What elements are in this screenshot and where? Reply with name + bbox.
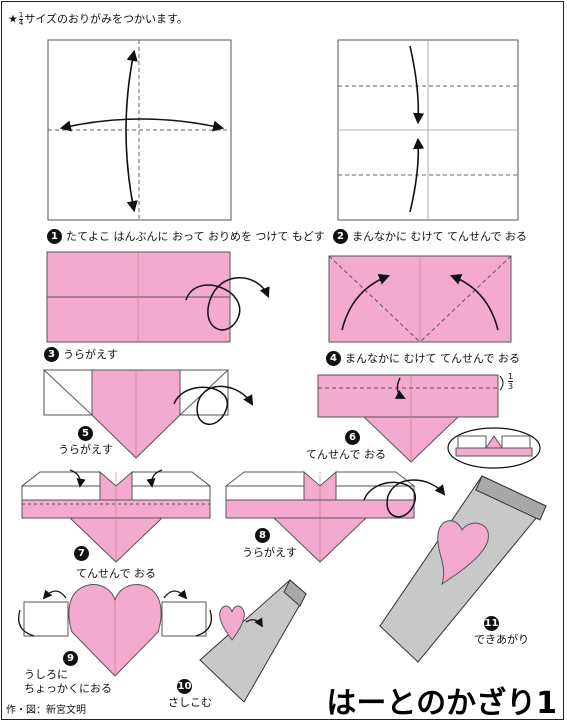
step7-text: てんせんで おる (76, 567, 156, 580)
step11-text: できあがり (474, 633, 529, 646)
step4-text: まんなかに むけて てんせんで おる (345, 352, 520, 365)
step2-square (337, 39, 519, 221)
step9-text-line2: ちょっかくにおる (24, 682, 112, 695)
turn-over-arrow (185, 277, 270, 331)
step6-badge: 6 (345, 430, 360, 445)
step10-text: さしこむ (168, 696, 212, 709)
step3-text: うらがえす (63, 348, 118, 361)
step5-text: うらがえす (58, 443, 113, 456)
step6-text: てんせんで おる (306, 448, 386, 461)
header-note-text: サイズのおりがみをつかいます。 (24, 12, 188, 26)
step3-rectangle (46, 251, 270, 343)
step4-rectangle (328, 255, 512, 343)
step2-text: まんなかに むけて てんせんで おる (352, 230, 527, 243)
step9-heart (17, 584, 213, 677)
step11-badge: 11 (484, 616, 499, 631)
page-title: はーとのかざり1 (326, 686, 557, 721)
step11-finished (379, 475, 547, 663)
step4-fraction: 1 3 (508, 372, 514, 391)
step4-fraction-den: 3 (508, 381, 514, 391)
credit: 作・図：新宮文明 (6, 705, 86, 716)
fold-arrow-down (409, 45, 425, 125)
step5-shape (43, 369, 254, 459)
fold-arrow-horizontal (59, 118, 225, 132)
step1-square (47, 39, 232, 221)
step9-text-line1: うしろに (24, 668, 68, 681)
fold-arrow-up (409, 137, 425, 213)
step5-badge: 5 (78, 426, 93, 441)
fold-arrow-vertical (125, 49, 138, 213)
step3-badge: 3 (44, 347, 59, 362)
step8-badge: 8 (255, 528, 270, 543)
fraction-denominator: 4 (18, 19, 24, 27)
step9-badge: 9 (63, 651, 78, 666)
step1-badge: 1 (47, 229, 62, 244)
step7-shape (20, 469, 212, 563)
step6-shape (317, 374, 541, 469)
fraction-numerator: 1 (18, 11, 24, 19)
step2-badge: 2 (333, 229, 348, 244)
step8-text: うらがえす (242, 546, 297, 559)
step10-stand (199, 579, 307, 703)
step8-shape (224, 470, 446, 563)
step4-badge: 4 (326, 351, 341, 366)
step10-badge: 10 (177, 679, 192, 694)
step4-fraction-num: 1 (508, 372, 514, 381)
step1-text: たてよこ はんぶんに おって おりめを つけて もどす (66, 230, 325, 243)
step7-badge: 7 (74, 546, 89, 561)
star-icon: ★ (8, 12, 18, 26)
